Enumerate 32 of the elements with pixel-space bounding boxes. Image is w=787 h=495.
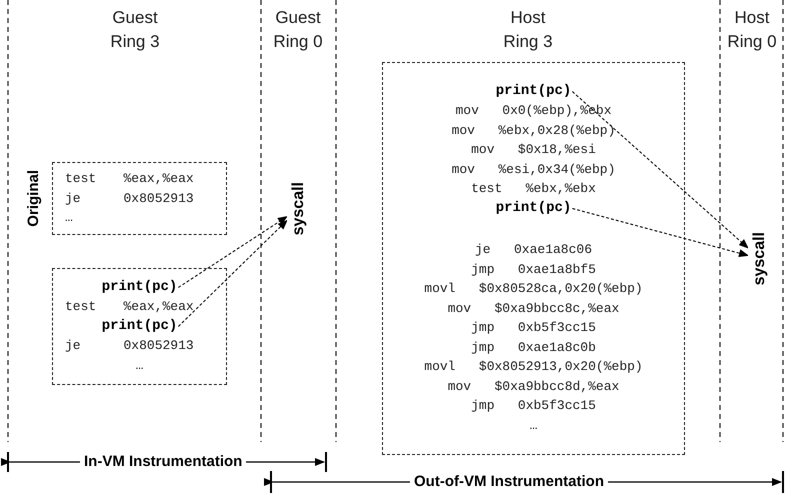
code-line: jmp 0xb5f3cc15 — [471, 319, 596, 338]
dashed-arrow — [178, 220, 288, 327]
dashed-arrow — [572, 91, 749, 249]
code-line: mov $0x18,%esi — [471, 141, 596, 160]
block-heading: Original — [24, 169, 43, 229]
code-line: jmp 0xb5f3cc15 — [471, 397, 596, 416]
code-call: print(pc) — [102, 278, 178, 298]
code-line: je 0x8052913 — [65, 337, 194, 356]
code-line: movl $0x8052913,0x20(%ebp) — [424, 358, 643, 376]
dashed-arrow — [572, 208, 749, 258]
code-call: print(pc) — [102, 316, 178, 336]
code-line: mov %ebx,0x28(%ebp) — [452, 122, 616, 140]
code-line: test %ebx,%ebx — [471, 180, 596, 198]
code-line: mov %esi,0x34(%ebp) — [452, 160, 616, 179]
code-line: … — [136, 356, 144, 375]
code-line: jmp 0xae1a8bf5 — [471, 260, 596, 279]
code-line: mov 0x0(%ebp),%ebx — [455, 102, 612, 120]
code-line: … — [530, 416, 538, 435]
code-line: test %eax,%eax — [65, 170, 194, 188]
code-block-box — [382, 62, 685, 455]
dashed-arrow — [178, 216, 288, 288]
code-call: print(pc) — [496, 82, 572, 102]
code-line: mov $0xa9bbcc8c,%eax — [448, 300, 620, 318]
code-call: print(pc) — [496, 198, 572, 218]
code-line: test %eax,%eax — [65, 298, 194, 316]
code-line: movl $0x80528ca,0x20(%ebp) — [424, 280, 643, 298]
code-line: je 0x8052913 — [65, 190, 194, 208]
code-block-box — [52, 268, 227, 385]
code-line: jmp 0xae1a8c0b — [471, 338, 596, 357]
code-line: je 0xae1a8c06 — [474, 241, 592, 260]
code-line: mov $0xa9bbcc8d,%eax — [448, 378, 620, 396]
code-line: … — [65, 209, 73, 228]
